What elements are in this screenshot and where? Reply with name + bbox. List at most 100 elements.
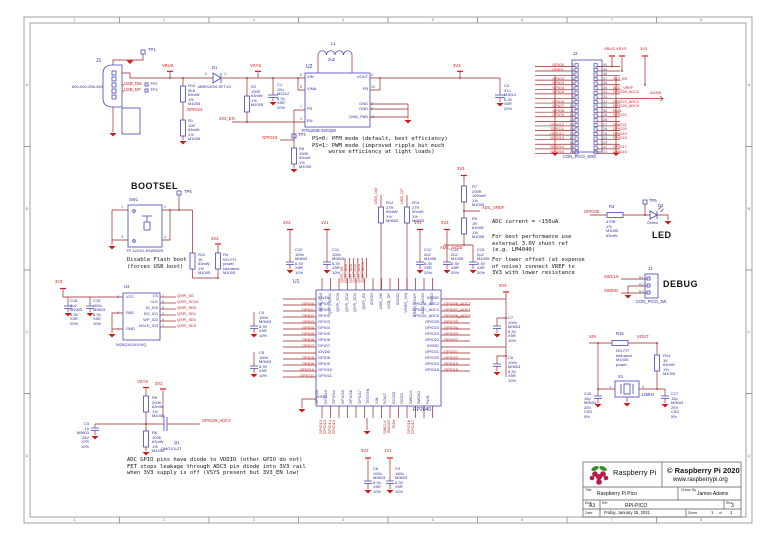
net-label-adc-vref: ADC_VREF bbox=[482, 204, 505, 210]
adc-shunt-note: For best performance use external 3.0V s… bbox=[492, 234, 572, 254]
d1-pin-1: 1 bbox=[224, 72, 227, 76]
power-label-3v3-right: 3V3 bbox=[499, 283, 507, 288]
power-label-vbus: VBUS bbox=[162, 63, 174, 68]
u1-pin-name: IOVDD bbox=[318, 294, 331, 300]
rev-value: 3 bbox=[731, 502, 734, 509]
sheet-label: Sheet bbox=[688, 511, 698, 515]
u1-pin-name: GPIO6 bbox=[318, 336, 330, 342]
r15-value: NO-FIT tolerance M1005 power bbox=[616, 348, 633, 367]
net-label: GPIO25 bbox=[444, 318, 459, 324]
u3-pin-gnd: GND bbox=[126, 325, 135, 331]
u1-pin-name-vertical: VREG_VIN bbox=[403, 293, 408, 313]
j3-pin-b3: B3 bbox=[639, 290, 644, 294]
u1-pin-name: GPIO27_ADC1 bbox=[412, 306, 439, 312]
tp1-label: TP1 bbox=[148, 47, 156, 52]
j2-pin-row: 39 bbox=[603, 67, 608, 72]
u2-pin-gnd2: GND bbox=[359, 105, 368, 111]
power-label-1v1-c12: 1V1 bbox=[414, 220, 422, 225]
u1-pin-gnd: GND bbox=[318, 394, 327, 399]
d1-pin-2: 2 bbox=[205, 72, 208, 76]
c6-value: C6 100n M0603 6.3V X5R 10% bbox=[508, 355, 521, 383]
net-label-vertical: QSPI_SCLK bbox=[360, 261, 366, 283]
u2-pin-num-5: 5 bbox=[299, 85, 302, 89]
u2-pin-gnd1: GND bbox=[359, 100, 368, 106]
tp4-label: TP4 bbox=[298, 131, 306, 137]
u2-ref: U2 bbox=[306, 64, 313, 70]
power-label-vsys-j2: VSYS bbox=[616, 46, 627, 51]
u2-pin-fb: FB bbox=[362, 86, 368, 91]
u1-pin-name: GPIO7 bbox=[318, 342, 330, 348]
u1-pin-name: GPIO10 bbox=[318, 366, 333, 372]
raspberry-pi-logo bbox=[589, 466, 609, 485]
sw1-pin-3: 3 bbox=[121, 235, 124, 239]
r6-value: R6 100K 63mW 1% M1005 bbox=[152, 430, 165, 454]
u1-pin-name: GPIO18 bbox=[424, 366, 439, 372]
c5-value: C5 100n M0603 6.3V X5R 10% bbox=[259, 350, 272, 378]
d2-ref: D2 bbox=[658, 203, 664, 208]
u1-pin-name: GPIO19 bbox=[424, 360, 439, 366]
j2-pin-row: 40 bbox=[603, 63, 608, 67]
u2-pin-num-9: 9 bbox=[371, 106, 374, 111]
c2-value: C2 47u M3012 6.3V X5R 20% bbox=[504, 83, 517, 111]
x1-pin-3: 3 bbox=[642, 384, 645, 389]
regulator-mode-note: PS=0: PFM mode (default, best efficiency… bbox=[312, 136, 448, 156]
u2-pin-ps: PS bbox=[307, 106, 313, 111]
u1-pin-name-vertical: QSPI_SD0 bbox=[335, 293, 340, 313]
date-value: Friday, January 15, 2021 bbox=[604, 509, 651, 515]
d1-ref: D1 bbox=[212, 65, 218, 70]
power-label-1v1-c11: 1V1 bbox=[321, 220, 329, 225]
net-label-gpio24: GPIO24 bbox=[187, 107, 203, 112]
u1-pin-name: GPIO3 bbox=[318, 318, 330, 324]
adc-offset-note: For lower offset (at expense of noise) c… bbox=[492, 257, 585, 277]
q1-part: DMG1012T bbox=[161, 446, 182, 451]
u1-pin-name: GPIO28_ADC2 bbox=[412, 300, 439, 306]
power-label-vbus-j2: VBUS bbox=[604, 46, 615, 51]
net-label-vertical: GPIO15 bbox=[330, 420, 336, 435]
net-label: GPIO3 bbox=[302, 318, 314, 324]
tp5-label: TP5 bbox=[649, 197, 657, 203]
r9-value: R9 1R 63mW 1% M1005 bbox=[472, 216, 485, 240]
c11-value: C11 100n M0603 6.3V X5R 10% bbox=[332, 247, 345, 275]
u1-pin-name-vertical: VREG_VOUT bbox=[411, 293, 417, 317]
u2-pin-num-10: 10 bbox=[371, 85, 376, 89]
j3-ref: J3 bbox=[648, 265, 653, 271]
net-label: GPIO6 bbox=[302, 336, 314, 342]
j3-part: CON_PICO_3W bbox=[636, 298, 667, 304]
j2-pin-row: 8 bbox=[571, 95, 574, 100]
c12-value: C12 2u2 M1005 6.3V X5R 20% bbox=[424, 247, 437, 275]
sw1-pin-1: 1 bbox=[121, 205, 124, 209]
j2-pin-row: 23 bbox=[603, 140, 608, 145]
r5-value: R5 200K 63mW 1% M1005 bbox=[152, 395, 165, 419]
net-label: GPIO28_ADC2 bbox=[444, 300, 471, 306]
r12-value: R12 27R 50mW 1% M0603 bbox=[386, 200, 399, 224]
adc-gpio-note: ADC GPIO pins have diode to VDDIO (other… bbox=[127, 457, 306, 477]
u3-pin-vcc: VCC bbox=[126, 293, 135, 299]
d2-color: Green bbox=[647, 220, 659, 225]
net-label: GPIO21 bbox=[444, 348, 459, 354]
u2-pin-num-4: 4 bbox=[299, 117, 302, 121]
c9-value: C9 100n M0603 6.3V X5R 10% bbox=[395, 466, 408, 494]
u1-pin-name-vertical: QSPI_SD2 bbox=[343, 293, 349, 313]
r15-ref: R15 bbox=[616, 331, 624, 336]
u3-pin-number: 3 bbox=[162, 316, 165, 322]
x1-pin-1: 1 bbox=[609, 384, 612, 389]
j2-pin-row: 3 bbox=[571, 72, 574, 77]
net-label-swclk: SWCLK bbox=[604, 273, 619, 279]
u2-pin-gndpad: GND_PAD bbox=[348, 113, 368, 119]
u1-pin-name-vertical: USB_DM bbox=[377, 293, 383, 310]
